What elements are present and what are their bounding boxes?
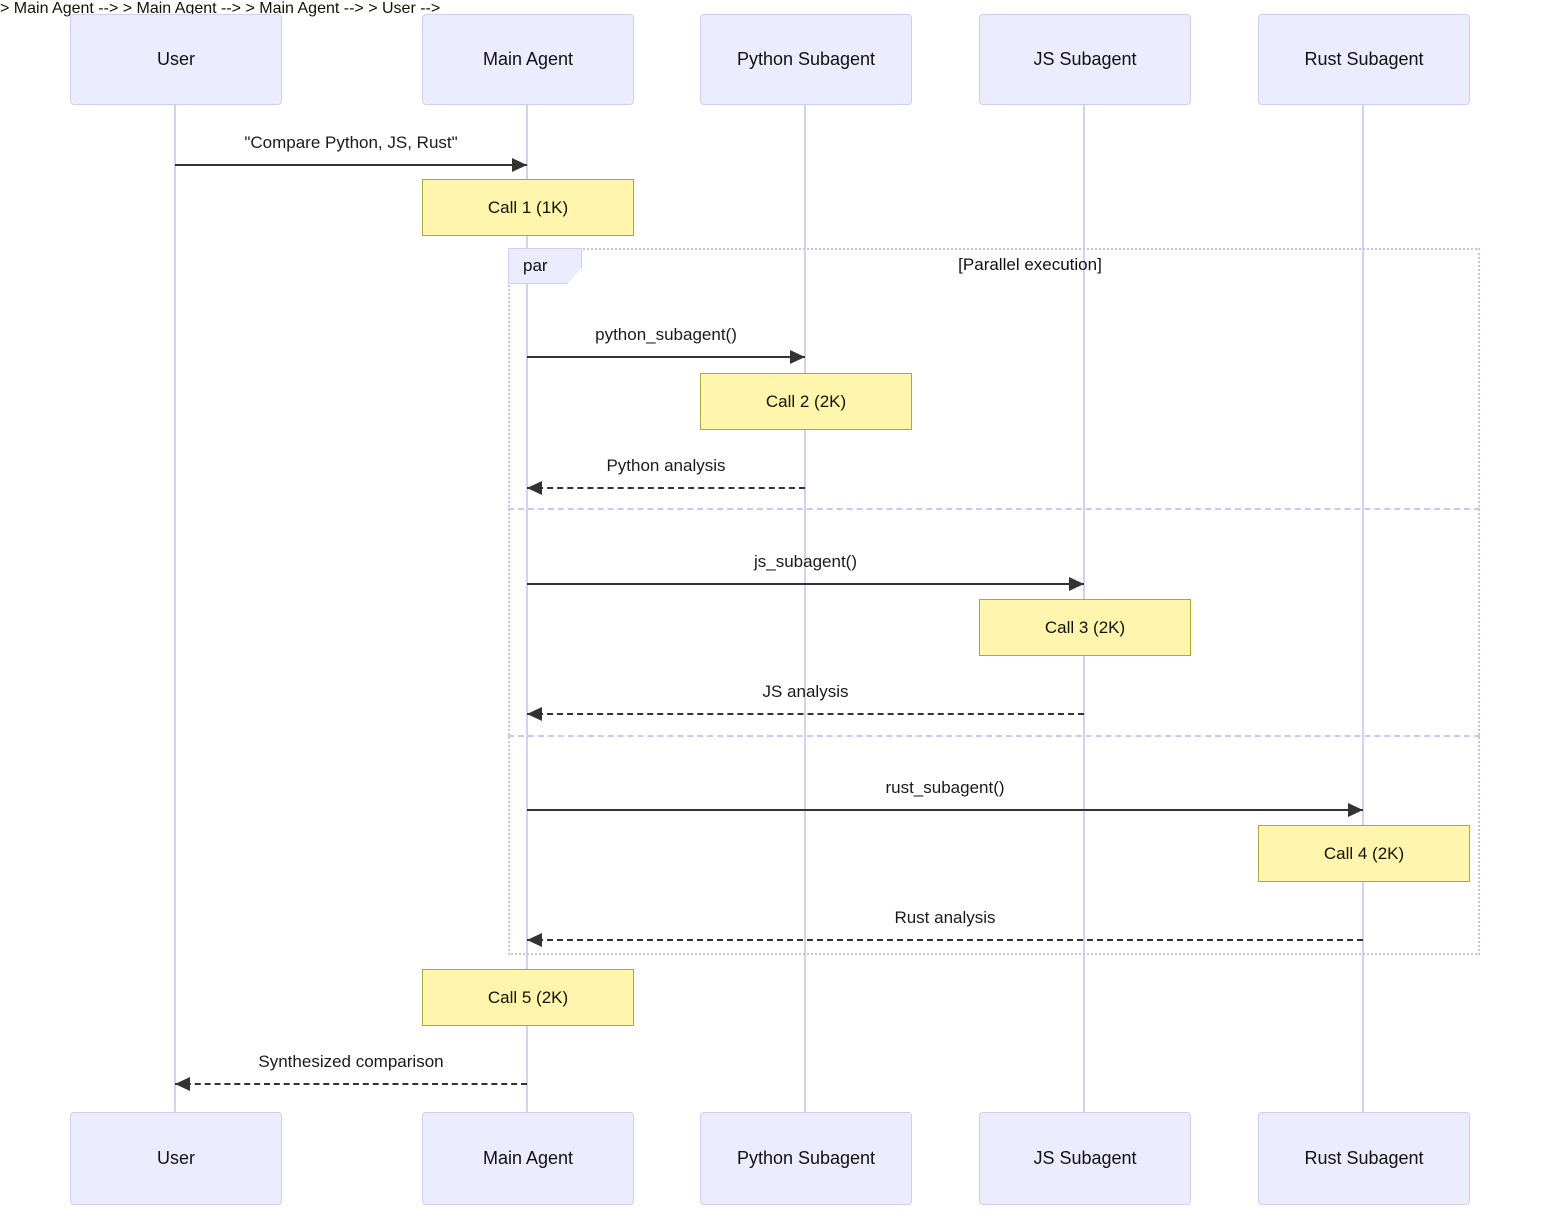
arrowhead-left-icon [175,1077,190,1091]
actor-rust-subagent-top: Rust Subagent [1258,14,1470,105]
message-line [527,583,1084,585]
note-call-2: Call 2 (2K) [700,373,912,430]
note-call-5: Call 5 (2K) [422,969,634,1026]
lifeline-main-agent [526,103,528,1112]
lifeline-rust-subagent [1362,103,1364,1112]
par-section-divider [508,508,1480,510]
par-label: par [523,256,548,275]
message-line [527,356,805,358]
par-frame [508,248,1480,955]
message-label: Rust analysis [894,908,996,927]
actor-user-bottom: User [70,1112,282,1205]
note-label: Call 3 (2K) [1044,617,1126,637]
actor-label: Python Subagent [736,1148,876,1168]
note-call-1: Call 1 (1K) [422,179,634,236]
message-line [527,809,1363,811]
actor-label: JS Subagent [1033,1148,1137,1168]
actor-python-subagent-bottom: Python Subagent [700,1112,912,1205]
actor-python-subagent-top: Python Subagent [700,14,912,105]
par-condition: [Parallel execution] [958,255,1102,274]
note-label: Call 1 (1K) [487,197,569,217]
lifeline-python-subagent [804,103,806,1112]
actor-label: Main Agent [482,49,574,69]
arrowhead-left-icon [527,481,542,495]
note-label: Call 4 (2K) [1323,843,1405,863]
arrowhead-right-icon [1348,803,1363,817]
actor-label: User [156,1148,195,1168]
message-line [527,713,1084,715]
message-label: "Compare Python, JS, Rust" [244,133,458,152]
note-label: Call 2 (2K) [765,391,847,411]
arrowhead-left-icon [527,707,542,721]
note-call-3: Call 3 (2K) [979,599,1191,656]
actor-label: Rust Subagent [1304,1148,1424,1168]
actor-label: Rust Subagent [1304,49,1424,69]
message-label: rust_subagent() [885,778,1005,797]
message-label: JS analysis [762,682,849,701]
actor-label: User [156,49,195,69]
actor-label: JS Subagent [1033,49,1137,69]
actor-js-subagent-bottom: JS Subagent [979,1112,1191,1205]
note-label: Call 5 (2K) [487,987,569,1007]
arrowhead-right-icon [790,350,805,364]
note-call-4: Call 4 (2K) [1258,825,1470,882]
actor-js-subagent-top: JS Subagent [979,14,1191,105]
actor-user-top: User [70,14,282,105]
actor-rust-subagent-bottom: Rust Subagent [1258,1112,1470,1205]
arrowhead-right-icon [512,158,527,172]
message-line [527,939,1363,941]
message-label: Synthesized comparison [258,1052,444,1071]
par-label-tab: par [508,248,582,284]
message-line [175,1083,527,1085]
message-label: js_subagent() [753,552,857,571]
actor-label: Main Agent [482,1148,574,1168]
actor-main-agent-bottom: Main Agent [422,1112,634,1205]
message-label: python_subagent() [595,325,737,344]
par-section-divider [508,735,1480,737]
message-label: Python analysis [606,456,726,475]
actor-label: Python Subagent [736,49,876,69]
message-line [527,487,805,489]
lifeline-user [174,103,176,1112]
message-line [175,164,527,166]
arrowhead-right-icon [1069,577,1084,591]
arrowhead-left-icon [527,933,542,947]
actor-main-agent-top: Main Agent [422,14,634,105]
